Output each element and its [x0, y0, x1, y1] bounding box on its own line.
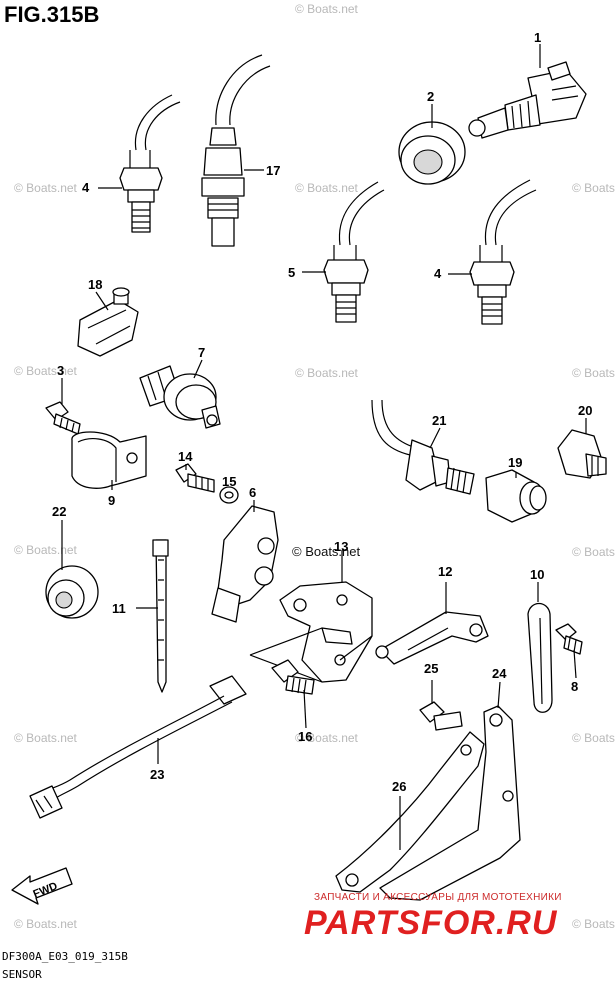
callout-26[interactable]: 26	[392, 779, 406, 794]
callout-3[interactable]: 3	[57, 363, 64, 378]
callout-8[interactable]: 8	[571, 679, 578, 694]
watermark: © Boats.net	[14, 364, 78, 378]
watermark: © Boats.net	[14, 731, 78, 745]
callout-16[interactable]: 16	[298, 729, 312, 744]
callout-14[interactable]: 14	[178, 449, 193, 464]
figure-name: SENSOR	[2, 968, 42, 981]
watermark: © Boats.net	[295, 181, 359, 195]
callout-9[interactable]: 9	[108, 493, 115, 508]
watermark: © Boats.net	[572, 545, 615, 559]
partner-logo: PARTSFOR.RU	[304, 904, 558, 942]
callout-18[interactable]: 18	[88, 277, 102, 292]
callout-12[interactable]: 12	[438, 564, 452, 579]
part-15-washer[interactable]	[219, 486, 239, 504]
callouts: 1 2 4 17 5 4 18 7 3 9 14 15 6 11 22 21 2…	[52, 30, 592, 794]
part-14-bolt[interactable]	[175, 463, 215, 493]
part-12-arm[interactable]	[375, 611, 489, 665]
callout-15[interactable]: 15	[222, 474, 236, 489]
watermark: © Boats.net	[14, 181, 78, 195]
part-24-plate[interactable]	[379, 705, 521, 901]
watermark: © Boats.net	[572, 731, 615, 745]
callout-20[interactable]: 20	[578, 403, 592, 418]
part-2-grommet[interactable]	[398, 121, 466, 185]
part-10-link-rod[interactable]	[527, 602, 553, 713]
part-22-grommet[interactable]	[45, 565, 99, 619]
part-1-sensor-connector[interactable]	[468, 61, 587, 139]
callout-11[interactable]: 11	[112, 601, 126, 616]
part-3-bolt[interactable]	[45, 401, 81, 435]
part-17-oxygen-sensor[interactable]	[201, 54, 271, 247]
callout-6[interactable]: 6	[249, 485, 256, 500]
part-8-bolt[interactable]	[555, 623, 583, 655]
part-16-bolt[interactable]	[271, 659, 315, 695]
part-7-pressure-sensor[interactable]	[139, 365, 221, 429]
part-4-sensor-left[interactable]	[119, 94, 181, 233]
callout-1[interactable]: 1	[534, 30, 541, 45]
callout-22[interactable]: 22	[52, 504, 66, 519]
watermark: © Boats.net	[295, 366, 359, 380]
part-20-sensor[interactable]	[557, 429, 607, 479]
watermark: © Boats.net	[295, 2, 359, 16]
fwd-arrow: FWD	[11, 867, 73, 905]
part-23-harness[interactable]	[29, 675, 247, 819]
part-11-cable-tie[interactable]	[152, 539, 169, 693]
part-19-sensor[interactable]	[485, 469, 547, 523]
part-4-sensor-right[interactable]	[469, 179, 537, 325]
leader-lines	[61, 44, 587, 850]
part-6-throttle-sensor[interactable]	[211, 505, 279, 623]
part-18-clip[interactable]	[77, 287, 139, 357]
part-21-sensor[interactable]	[371, 399, 475, 495]
watermark: © Boats.net	[295, 731, 359, 745]
callout-2[interactable]: 2	[427, 89, 434, 104]
callout-13[interactable]: 13	[334, 539, 348, 554]
figure-code: DF300A_E03_019_315B	[2, 950, 128, 963]
callout-4[interactable]: 4	[434, 266, 442, 281]
callout-17[interactable]: 17	[266, 163, 280, 178]
watermark: © Boats.net	[14, 917, 78, 931]
watermark: © Boats.net	[572, 181, 615, 195]
watermark: © Boats.net	[572, 917, 615, 931]
figure-title: FIG.315B	[4, 2, 100, 27]
watermark: © Boats.net	[292, 544, 361, 559]
callout-5[interactable]: 5	[288, 265, 295, 280]
callout-4[interactable]: 4	[82, 180, 90, 195]
part-13-bracket[interactable]	[249, 581, 373, 683]
callout-21[interactable]: 21	[432, 413, 446, 428]
callout-7[interactable]: 7	[198, 345, 205, 360]
part-26-plate[interactable]	[335, 731, 485, 893]
callout-19[interactable]: 19	[508, 455, 522, 470]
part-5-sensor[interactable]	[323, 181, 385, 323]
watermark: © Boats.net	[572, 366, 615, 380]
callout-10[interactable]: 10	[530, 567, 544, 582]
part-9-clamp[interactable]	[71, 431, 147, 489]
callout-23[interactable]: 23	[150, 767, 164, 782]
partner-tagline: ЗАПЧАСТИ И АКСЕССУАРЫ ДЛЯ МОТОТЕХНИКИ	[314, 892, 562, 903]
callout-25[interactable]: 25	[424, 661, 438, 676]
part-25-bolt[interactable]	[419, 701, 463, 731]
watermark: © Boats.net	[14, 543, 78, 557]
callout-24[interactable]: 24	[492, 666, 507, 681]
